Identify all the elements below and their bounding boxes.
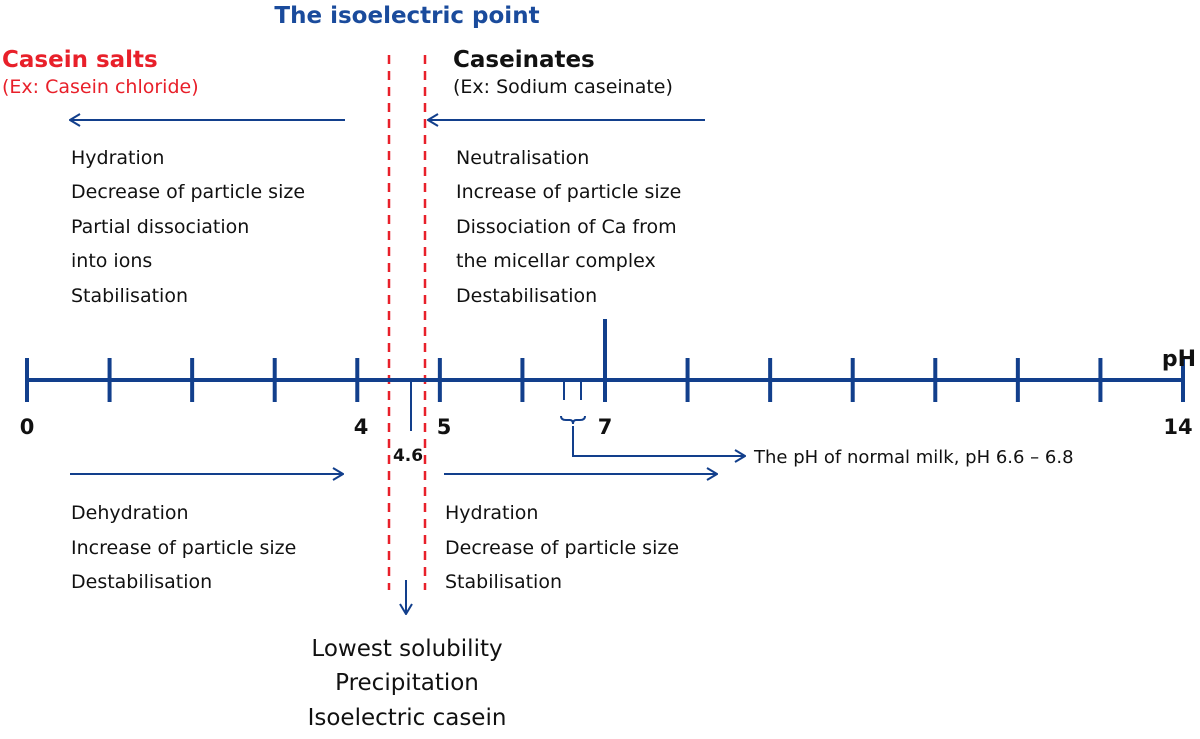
isoelectric-ph-label: 4.6 <box>393 446 423 466</box>
left-lower-effects: Dehydration Increase of particle size De… <box>71 502 296 593</box>
effect: Stabilisation <box>71 285 188 307</box>
right-lower-effects: Hydration Decrease of particle size Stab… <box>445 502 679 593</box>
brace-icon <box>560 415 586 425</box>
effect: Destabilisation <box>456 285 597 307</box>
effect: Partial dissociation <box>71 216 249 238</box>
effect: Hydration <box>71 147 164 169</box>
right-upper-effects: Neutralisation Increase of particle size… <box>456 147 681 307</box>
left-upper-effects: Hydration Decrease of particle size Part… <box>71 147 305 307</box>
effect: Neutralisation <box>456 147 589 169</box>
effect: Increase of particle size <box>71 537 296 559</box>
axis-label-ph: pH <box>1162 347 1196 372</box>
effect: Dissociation of Ca from <box>456 216 677 238</box>
milk-ph-range <box>560 380 745 456</box>
casein-salts-example: (Ex: Casein chloride) <box>2 76 199 98</box>
tick-label-7: 7 <box>598 415 613 439</box>
effect: Decrease of particle size <box>71 181 305 203</box>
effect: into ions <box>71 250 152 272</box>
effect: Isoelectric casein <box>308 705 507 731</box>
isoelectric-effects: Lowest solubility Precipitation Isoelect… <box>308 636 507 731</box>
diagram-title: The isoelectric point <box>274 3 539 29</box>
effect: Lowest solubility <box>311 636 502 662</box>
caseinates-heading: Caseinates <box>453 47 595 73</box>
tick-label-5: 5 <box>437 415 452 439</box>
tick-label-4: 4 <box>354 415 369 439</box>
effect: Dehydration <box>71 502 189 524</box>
tick-label-14: 14 <box>1163 415 1192 439</box>
ph-axis <box>25 319 1185 402</box>
tick-label-0: 0 <box>20 415 35 439</box>
casein-salts-heading: Casein salts <box>2 47 158 73</box>
effect: the micellar complex <box>456 250 656 272</box>
effect: Destabilisation <box>71 571 212 593</box>
effect: Hydration <box>445 502 538 524</box>
effect: Stabilisation <box>445 571 562 593</box>
effect: Precipitation <box>335 670 479 696</box>
effect: Increase of particle size <box>456 181 681 203</box>
caseinates-example: (Ex: Sodium caseinate) <box>453 76 673 98</box>
effect: Decrease of particle size <box>445 537 679 559</box>
milk-ph-note: The pH of normal milk, pH 6.6 – 6.8 <box>753 447 1074 468</box>
